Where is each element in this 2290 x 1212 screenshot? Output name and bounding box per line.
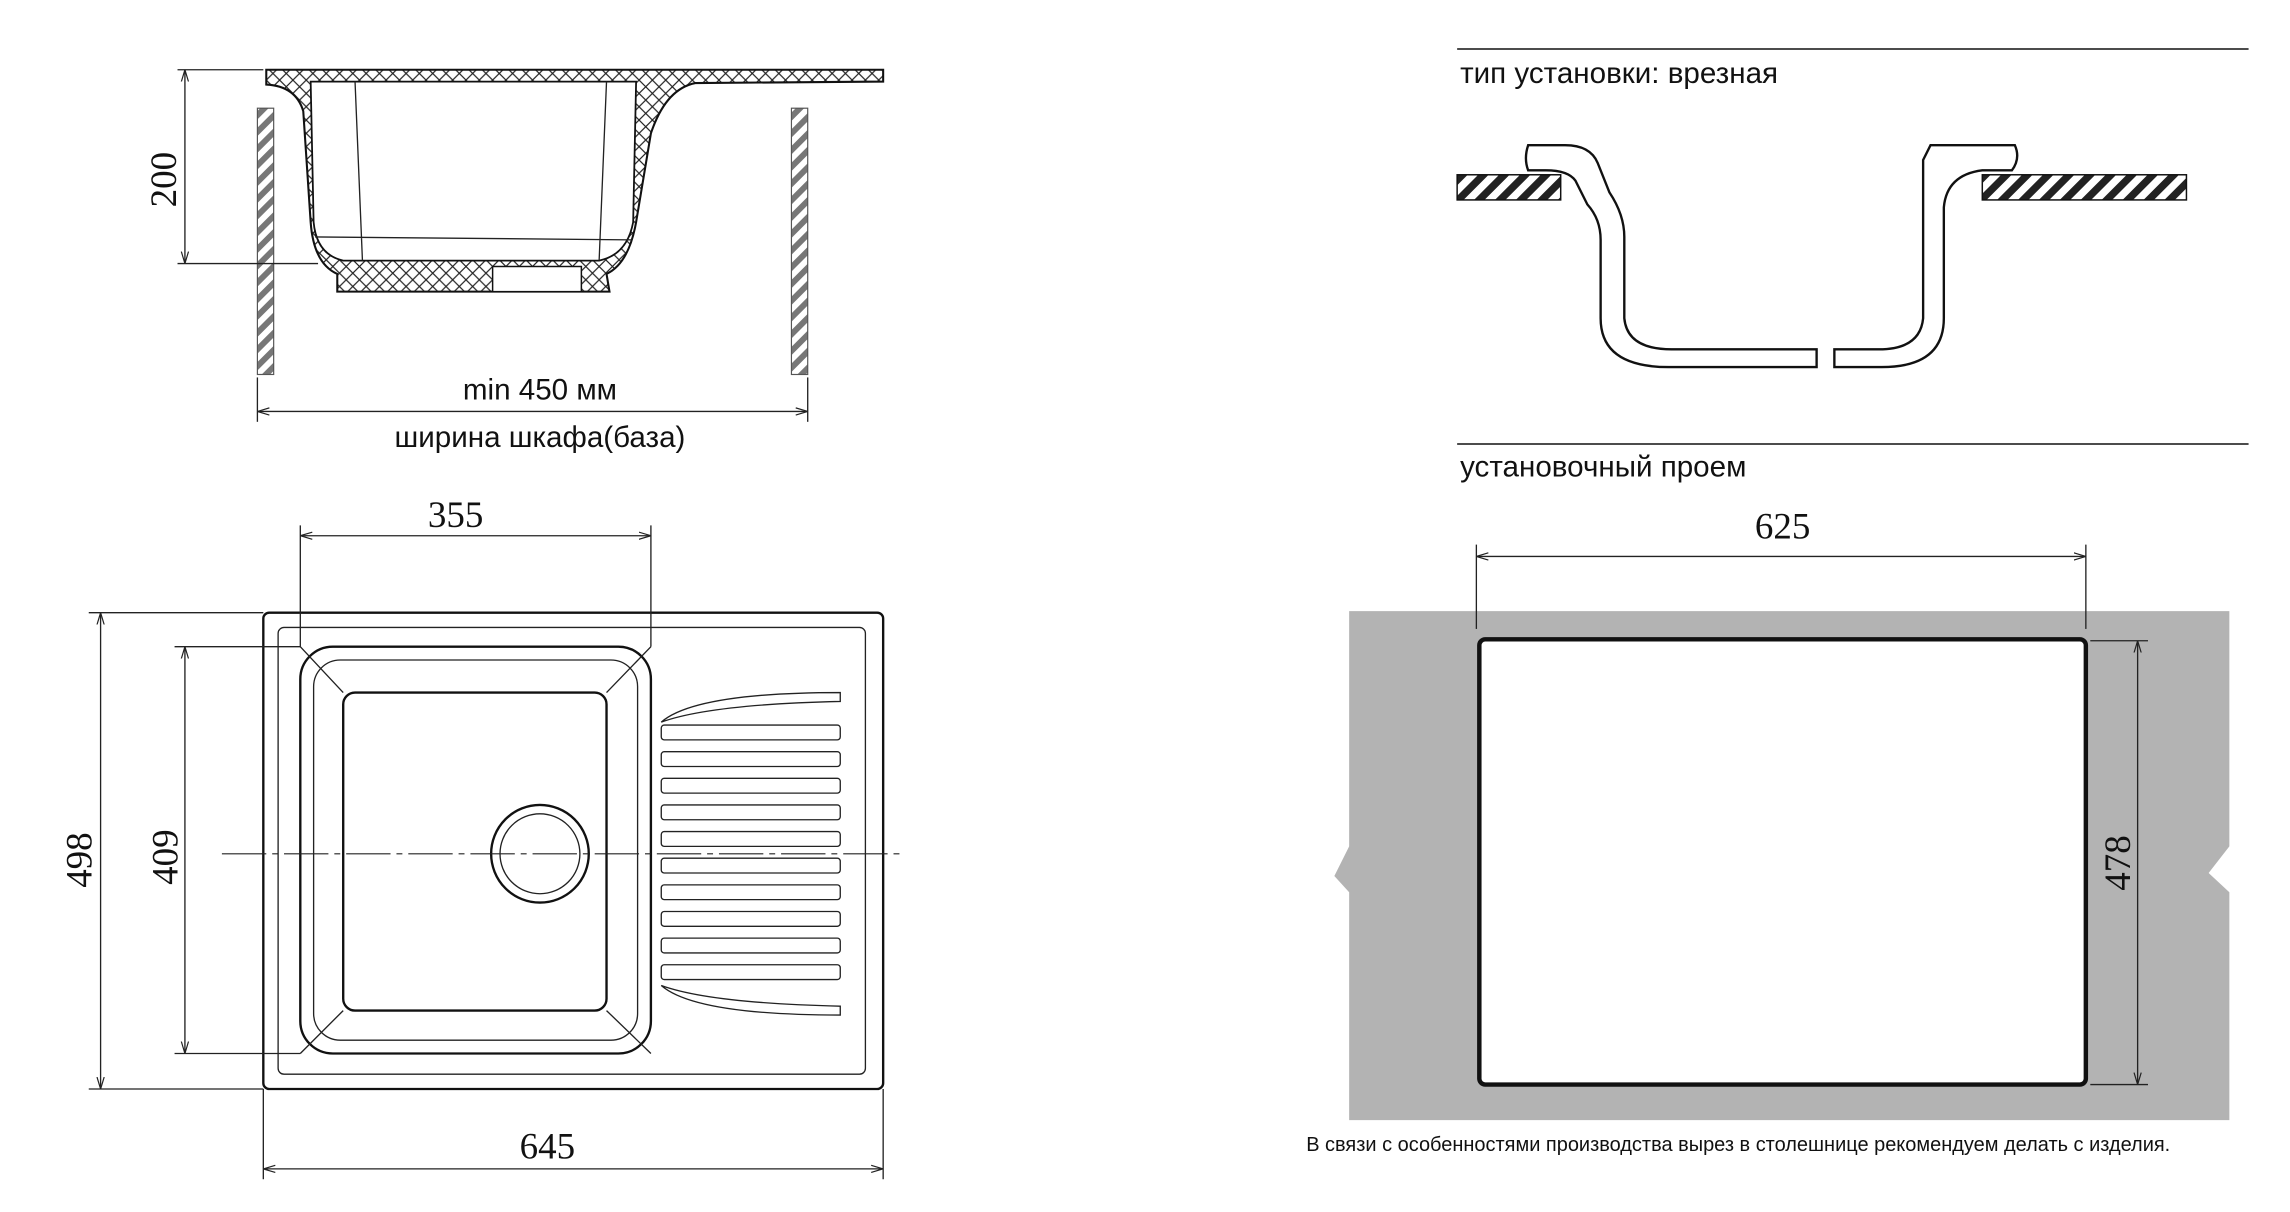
cabinet-wall-left	[256, 107, 275, 376]
drain-outlet	[491, 265, 583, 293]
section-view: 200 min 450 мм ширина шкафа(база)	[143, 68, 885, 454]
cabinet-width-label: ширина шкафа(база)	[395, 421, 686, 454]
cutout-note: В связи с особенностями производства выр…	[1306, 1134, 2170, 1156]
depth-dim-label: 200	[143, 152, 184, 207]
bowl-interior	[309, 80, 638, 262]
drainboard-ribs	[660, 691, 841, 1016]
bowl-outline	[299, 645, 653, 1055]
sink-profile-right	[1833, 144, 2019, 369]
install-type-label: тип установки: врезная	[1460, 57, 1778, 90]
sink-profile-left	[1524, 144, 1818, 369]
bowl-width-dim-label: 355	[428, 494, 483, 535]
cutout-width-dim-label: 625	[1755, 506, 1810, 547]
bowl-bottom	[342, 691, 608, 1012]
plan-view: 355 498 409 645	[59, 494, 906, 1180]
cutout-opening	[1477, 637, 2089, 1087]
bowl-depth-dim-label: 409	[145, 829, 186, 884]
cabinet-wall-right	[790, 107, 809, 376]
overall-depth-dim-label: 498	[59, 832, 100, 887]
cutout-label: установочный проем	[1460, 451, 1746, 484]
cabinet-min-label: min 450 мм	[463, 374, 617, 407]
countertop-right	[1981, 174, 2188, 201]
install-type-section: тип установки: врезная	[1456, 48, 2249, 445]
countertop-left	[1456, 174, 1562, 201]
cutout-section: установочный проем 625 478 В связи с осо…	[1306, 451, 2230, 1156]
cutout-height-dim-label: 478	[2097, 835, 2138, 890]
sink-outline	[262, 611, 885, 1091]
overall-width-dim-label: 645	[520, 1126, 575, 1167]
